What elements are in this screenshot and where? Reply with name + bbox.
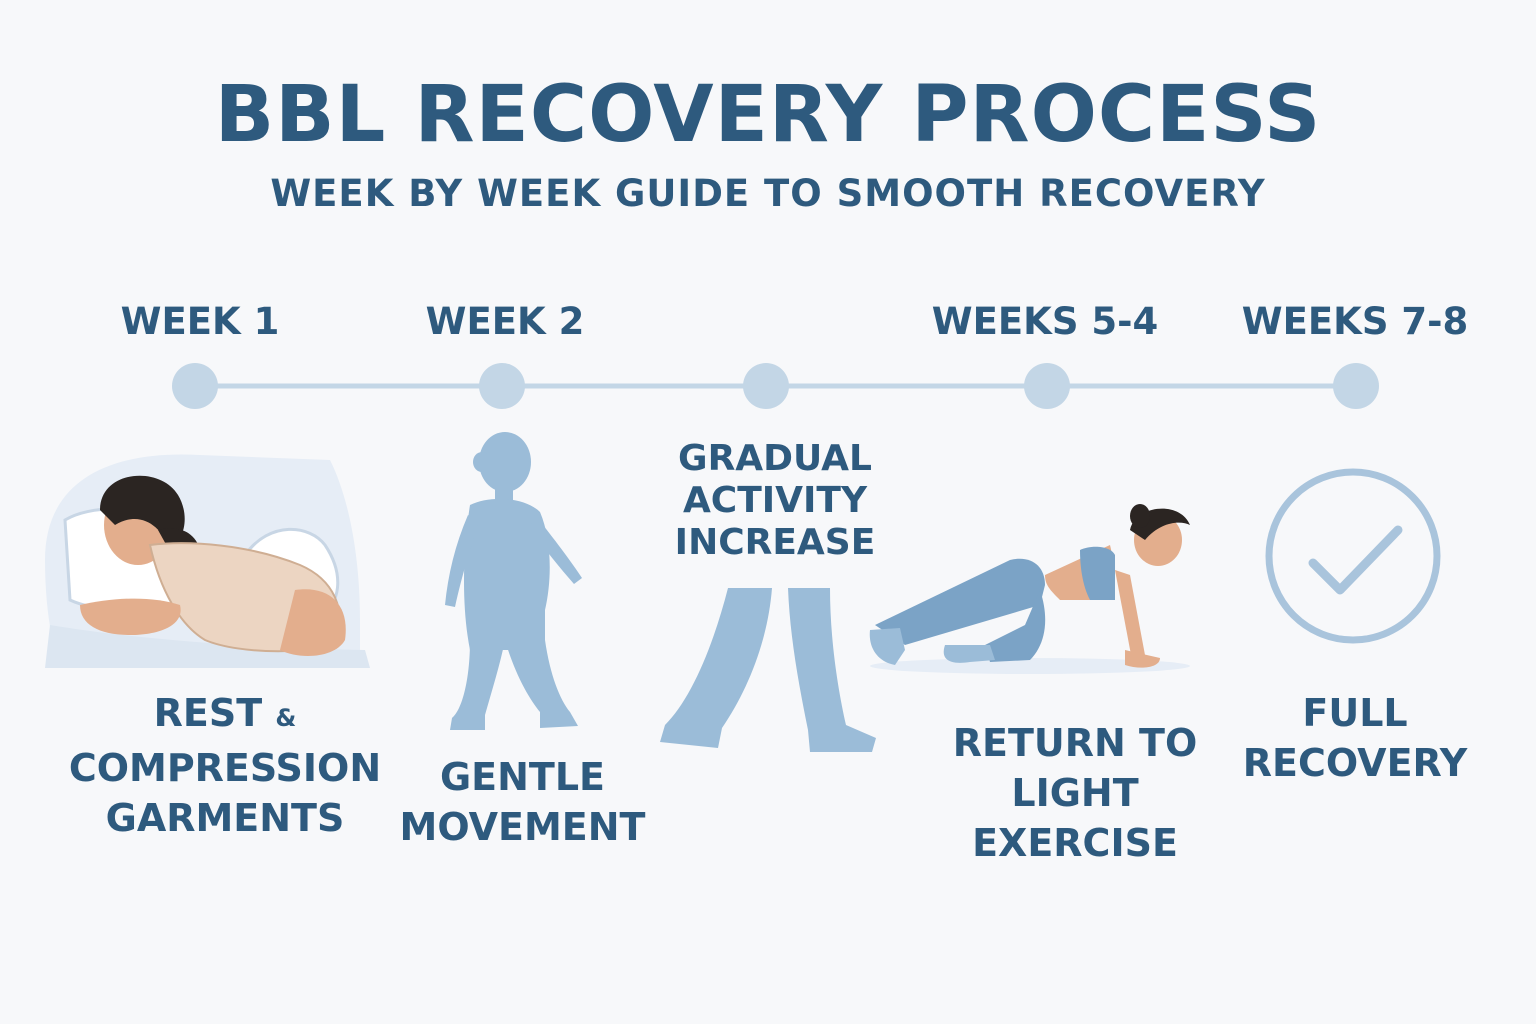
timeline-node-1: [172, 363, 218, 409]
page-title: BBL RECOVERY PROCESS: [214, 70, 1322, 160]
stage-label-1-line-3: GARMENTS: [105, 796, 345, 840]
exercise-woman-icon: [869, 504, 1190, 674]
stage-label-1-amp: &: [275, 704, 297, 732]
timeline-node-3: [743, 363, 789, 409]
stage-label-1-line-2: COMPRESSION: [68, 746, 382, 790]
stage-label-3-line-3: INCREASE: [674, 522, 876, 563]
stage-label-4: RETURN TO LIGHT EXERCISE: [945, 718, 1205, 868]
resting-woman-icon: [45, 454, 370, 668]
timeline-node-4: [1024, 363, 1070, 409]
walking-legs-icon: [660, 588, 876, 752]
stage-label-1-line-1: REST: [153, 691, 263, 735]
stage-label-5: FULL RECOVERY: [1235, 688, 1475, 788]
week-label-1: WEEK 1: [120, 300, 280, 343]
checkmark-circle-icon: [1265, 468, 1441, 644]
walking-figure-icon: [445, 432, 582, 730]
timeline-node-5: [1333, 363, 1379, 409]
stage-label-3-line-1: GRADUAL: [678, 438, 872, 479]
stage-label-3-line-2: ACTIVITY: [682, 480, 868, 521]
timeline-node-2: [479, 363, 525, 409]
week-label-4: WEEKS 7-8: [1241, 300, 1469, 343]
stage-label-2-line-1: GENTLE: [439, 755, 606, 799]
stage-label-2: GENTLE MOVEMENT: [390, 752, 655, 852]
stage-label-2-line-2: MOVEMENT: [399, 805, 646, 849]
stage-label-4-line-3: EXERCISE: [972, 821, 1178, 865]
stage-label-5-line-1: FULL: [1302, 691, 1408, 735]
week-label-2: WEEK 2: [425, 300, 585, 343]
week-label-3: WEEKS 5-4: [931, 300, 1159, 343]
stage-label-5-line-2: RECOVERY: [1242, 741, 1468, 785]
stage-label-1: REST & COMPRESSION GARMENTS: [60, 688, 390, 843]
stage-label-3: GRADUAL ACTIVITY INCREASE: [660, 438, 890, 564]
stage-label-4-line-1: RETURN TO: [952, 721, 1198, 765]
stage-label-4-line-2: LIGHT: [1011, 771, 1139, 815]
page-subtitle: WEEK BY WEEK GUIDE TO SMOOTH RECOVERY: [270, 172, 1266, 215]
